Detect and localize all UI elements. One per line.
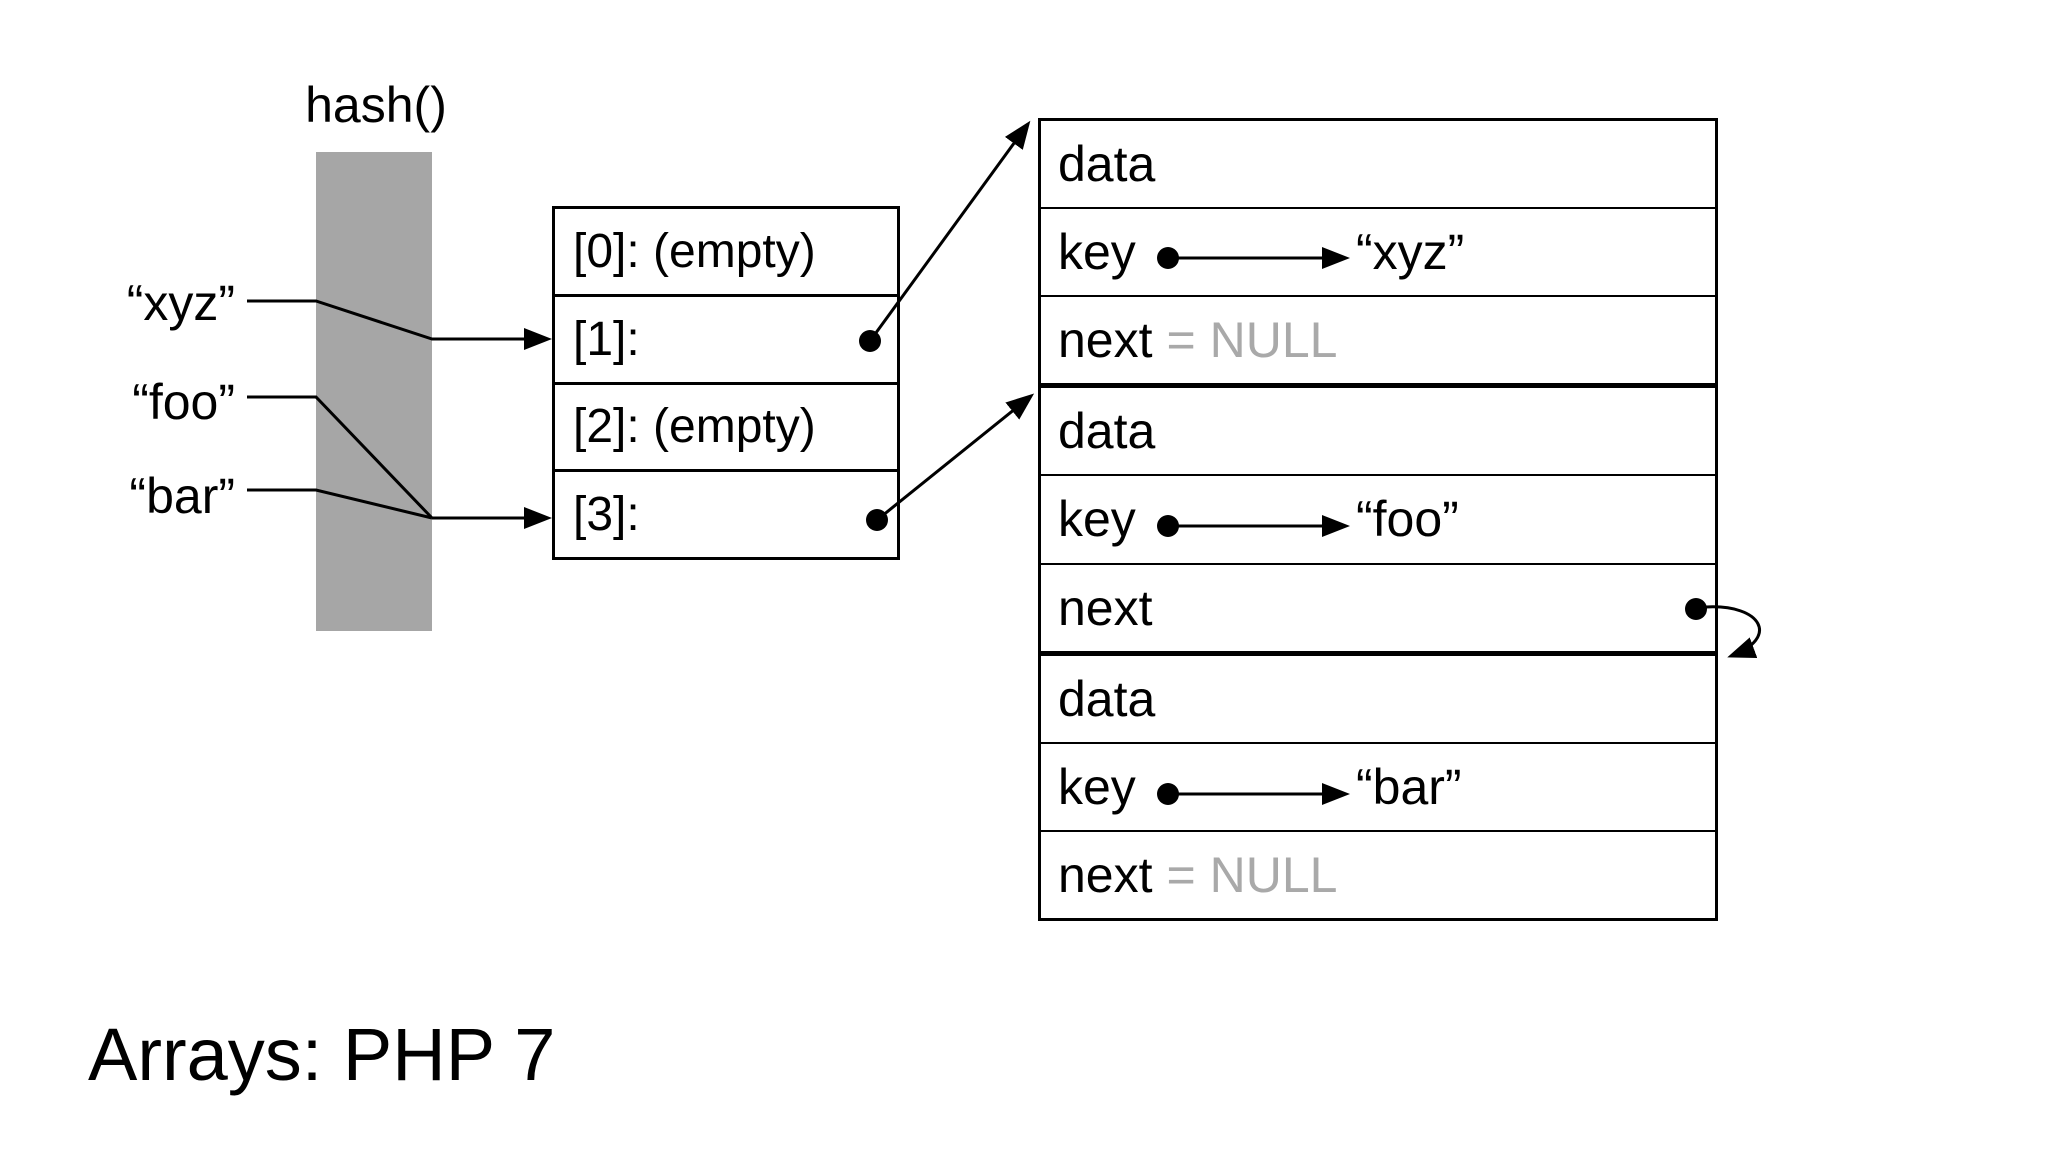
node-field-label: next	[1058, 846, 1153, 903]
input-key-bar: “bar”	[129, 468, 235, 524]
bucket-row-1: [1]:	[555, 297, 897, 385]
node-field-label: key	[1058, 758, 1136, 815]
node-field-label: data	[1058, 670, 1156, 727]
bucket-row-3: [3]:	[573, 488, 640, 542]
node-row: key “xyz”	[1041, 209, 1715, 298]
node-field-label: key	[1058, 224, 1136, 281]
node-row: data	[1041, 388, 1715, 477]
key-value: “foo”	[1356, 491, 1459, 548]
node-row: data	[1041, 121, 1715, 210]
node-row: next	[1041, 565, 1715, 656]
node-row: key “foo”	[1041, 476, 1715, 565]
pointer-bucket3-to-node-foo	[876, 393, 1035, 522]
node-row: key “bar”	[1041, 744, 1715, 832]
key-value: “xyz”	[1356, 224, 1465, 281]
node-field-label: next	[1058, 312, 1153, 369]
page-title: Arrays: PHP 7	[88, 1013, 556, 1096]
hash-function-label: hash()	[305, 77, 447, 133]
node-row: next = NULL	[1041, 297, 1715, 389]
input-key-foo: “foo”	[132, 374, 235, 430]
node-row: data	[1041, 656, 1715, 744]
node-field-label: next	[1058, 579, 1153, 636]
node-field-label: data	[1058, 403, 1156, 460]
bucket-row-2: [2]: (empty)	[555, 385, 897, 473]
key-value: “bar”	[1356, 758, 1462, 815]
null-value: = NULL	[1166, 312, 1338, 369]
input-key-xyz: “xyz”	[126, 275, 235, 331]
hash-function-bar	[316, 152, 432, 631]
linked-node-table: data key “xyz” next = NULL data key “foo…	[1038, 118, 1718, 921]
bucket-row-0: [0]: (empty)	[555, 209, 897, 297]
null-value: = NULL	[1166, 846, 1338, 903]
hash-bucket-table: [0]: (empty) [1]: [2]: (empty) [3]:	[552, 206, 900, 560]
node-row: next = NULL	[1041, 832, 1715, 918]
node-field-label: key	[1058, 491, 1136, 548]
node-field-label: data	[1058, 136, 1156, 193]
